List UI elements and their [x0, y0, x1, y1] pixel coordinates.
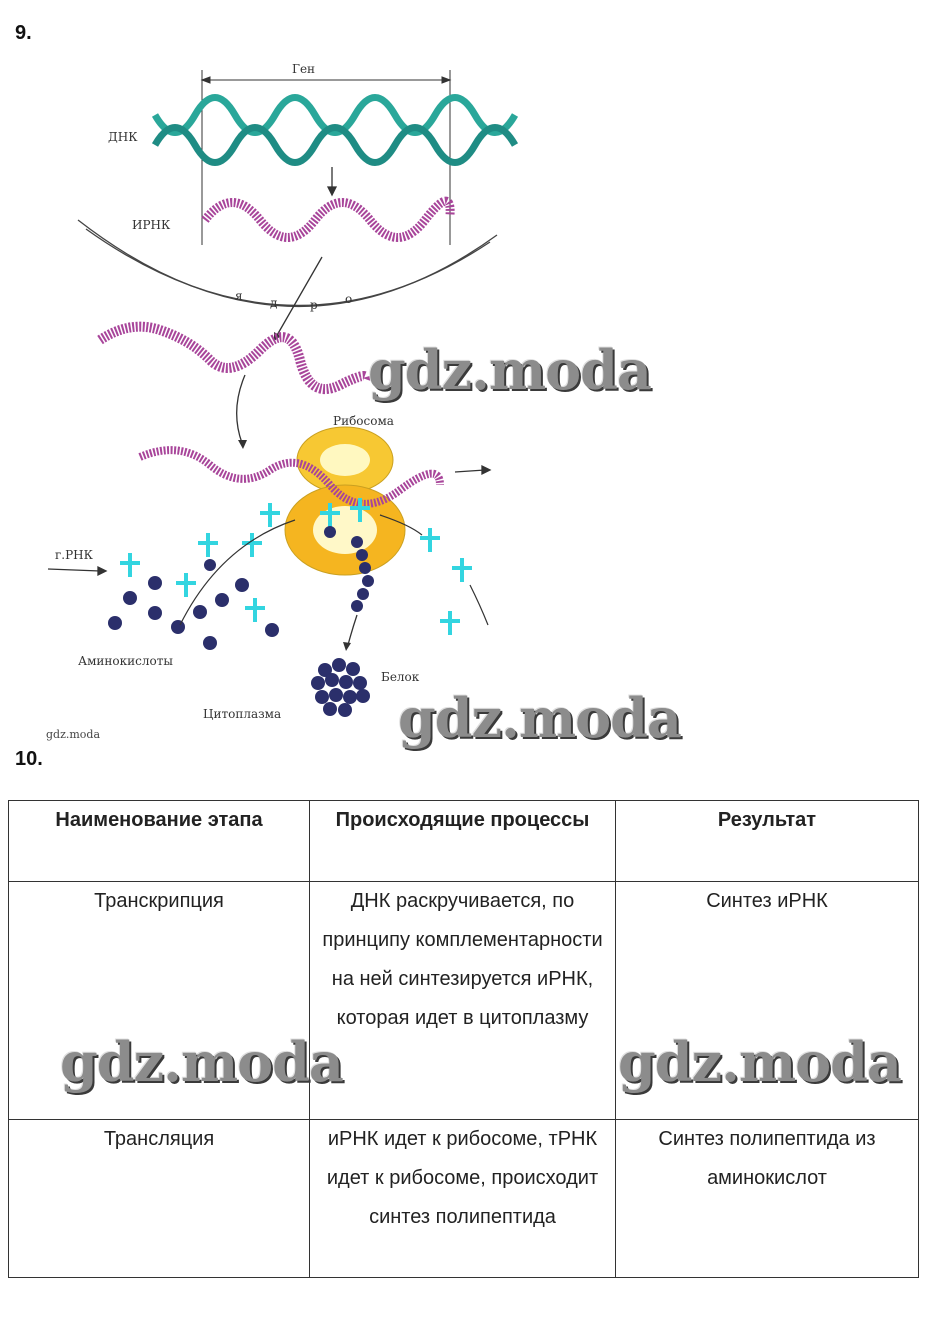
trna-arrow	[47, 565, 108, 577]
watermark-3: gdz.moda	[60, 1030, 344, 1094]
amino-acids	[108, 526, 374, 650]
table-row: Транскрипция ДНК раскручивается, по прин…	[8, 881, 919, 1120]
nucleus-membrane	[77, 219, 498, 308]
gene-bracket	[200, 70, 452, 245]
flow-arrows	[179, 514, 489, 626]
ribosome	[284, 426, 406, 576]
nucleus-letter-2: д	[270, 296, 277, 310]
cell-result: Синтез иРНК	[615, 881, 919, 1120]
mrna-cytoplasm	[97, 321, 371, 394]
task-10-number: 10.	[15, 748, 43, 770]
cell-process: ДНК раскручивается, по принципу комплеме…	[309, 881, 616, 1120]
table-header-row: Наименование этапа Происходящие процессы…	[8, 800, 919, 882]
protein-label: Белок	[381, 670, 420, 684]
watermark-2: gdz.moda	[398, 686, 682, 750]
watermark-1: gdz.moda	[368, 338, 652, 402]
to-ribosome-arrow	[236, 374, 246, 444]
cell-stage: Трансляция	[8, 1119, 310, 1278]
dna-label: ДНК	[108, 130, 138, 144]
mrna-strand	[201, 196, 455, 242]
watermark-small: gdz.moda	[46, 728, 101, 741]
task-9-number: 9.	[15, 22, 32, 44]
header-processes: Происходящие процессы	[309, 800, 616, 882]
cell-result: Синтез полипептида из аминокислот	[615, 1119, 919, 1278]
cell-process: иРНК идет к рибосоме, тРНК идет к рибосо…	[309, 1119, 616, 1278]
mrna-direction-arrow	[454, 464, 492, 476]
table-row: Трансляция иРНК идет к рибосоме, тРНК ид…	[8, 1119, 919, 1278]
cell-stage: Транскрипция	[8, 881, 310, 1120]
nucleus-letter-1: я	[235, 289, 243, 303]
protein-cluster	[311, 658, 370, 717]
gene-label: Ген	[292, 62, 315, 76]
header-stage: Наименование этапа	[8, 800, 310, 882]
trna-group	[120, 498, 472, 635]
nucleus-letter-3: р	[310, 298, 318, 312]
dna-helix	[151, 94, 519, 166]
mrna-translation	[138, 446, 444, 508]
stages-table: Наименование этапа Происходящие процессы…	[8, 800, 919, 1278]
header-result: Результат	[615, 800, 919, 882]
transcription-arrow	[326, 167, 338, 197]
protein-synthesis-diagram: Ген ДНК ИРНК я д р о Рибосома	[47, 62, 519, 721]
ribosome-label: Рибосома	[333, 414, 394, 428]
cytoplasm-label: Цитоплазма	[203, 707, 281, 721]
mrna-label: ИРНК	[132, 218, 171, 232]
amino-acids-label: Аминокислоты	[78, 654, 173, 668]
nucleus-letter-4: о	[345, 292, 352, 306]
export-arrow	[275, 256, 323, 338]
watermark-4: gdz.moda	[618, 1030, 902, 1094]
trna-label: г.РНК	[55, 548, 94, 562]
